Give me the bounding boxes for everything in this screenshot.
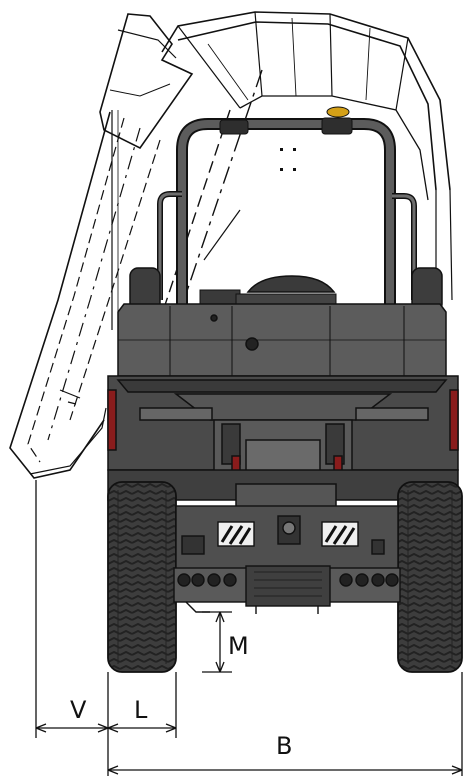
right-tire (397, 481, 463, 673)
rear-bumper-assembly (173, 505, 401, 614)
dimension-label-m: M (228, 632, 249, 660)
left-work-light-icon (219, 119, 249, 135)
beacon-light-icon (326, 106, 350, 118)
dimension-label-v: V (70, 696, 87, 724)
left-tail-light-icon (107, 389, 117, 451)
upper-fenders (129, 267, 443, 313)
bumper-lights (177, 573, 399, 587)
seat-and-steering (199, 275, 337, 307)
rops-frame (157, 106, 417, 310)
right-work-light-icon (321, 117, 353, 135)
dimension-lines (35, 480, 463, 776)
right-tail-light-icon (449, 389, 459, 451)
machine-body (107, 303, 459, 509)
rops-marks (280, 148, 296, 171)
dimension-label-b: B (276, 732, 292, 760)
left-tire (107, 481, 177, 673)
raised-skip-outline (9, 13, 194, 479)
dimension-label-l: L (134, 696, 148, 724)
